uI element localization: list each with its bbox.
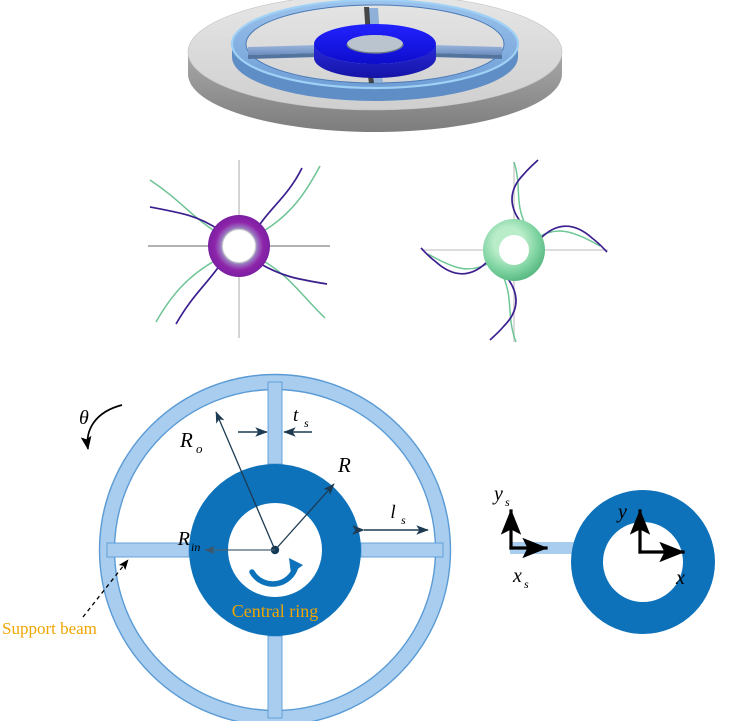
- mode1-ring-bore: [222, 229, 256, 263]
- l-s-label-sub: s: [401, 513, 406, 527]
- hub-3d-top: [314, 24, 436, 64]
- l-s-label: l: [390, 502, 395, 523]
- xs-label: x: [512, 565, 522, 587]
- mode1-deformed-beams: [149, 167, 328, 325]
- ys-label-sub: s: [505, 495, 510, 509]
- support-beam-callout-line: [82, 559, 129, 618]
- support-beam-label: Support beam: [2, 619, 97, 638]
- outer-ring-3d-side: [232, 44, 518, 101]
- svg-text:R: R: [177, 528, 190, 550]
- outer-ring-3d-edge-in: [245, 4, 505, 84]
- panel-mode-shapes: [148, 159, 608, 343]
- mode1-undeformed-beams: [149, 165, 326, 323]
- svg-text:in: in: [191, 540, 200, 554]
- t-s-dimension: t s: [238, 405, 312, 437]
- svg-text:o: o: [196, 441, 203, 456]
- hub-3d-bore: [347, 35, 403, 53]
- r-outer-label: R o: [179, 428, 203, 456]
- outer-ring-edge-outer: [98, 373, 452, 721]
- svg-text:R: R: [179, 428, 193, 452]
- local-axes: [500, 509, 548, 559]
- ys-label: y: [492, 483, 503, 505]
- theta-label: θ: [79, 407, 89, 429]
- support-beam-top: [267, 381, 283, 465]
- t-s-label-sub: s: [304, 416, 309, 430]
- r-inner-label: R in: [177, 528, 201, 554]
- central-ring-label: Central ring: [232, 601, 318, 621]
- support-beam-callout: Support beam: [2, 559, 129, 638]
- theta-arrow: [80, 404, 123, 451]
- r-mid-leader: [274, 483, 335, 551]
- mode1-ring-bore-edge: [222, 229, 256, 263]
- hub-3d-bore-shadow: [346, 43, 404, 54]
- support-beam-bottom: [267, 635, 283, 719]
- t-s-label: t: [293, 405, 299, 426]
- rotation-arrow: [249, 558, 303, 587]
- support-beams-plan: [106, 381, 444, 719]
- mode2-undeformed-beams: [427, 161, 601, 343]
- y-label: y: [616, 501, 627, 523]
- r-outer-leader: [215, 411, 276, 551]
- support-beam-right: [360, 542, 444, 558]
- global-axes-labels: y x: [616, 501, 685, 589]
- outer-ring-3d-highlight-out: [230, 0, 520, 90]
- mode-shape-1: [148, 160, 330, 338]
- mode2-deformed-beams: [420, 159, 608, 341]
- xs-label-sub: s: [524, 577, 529, 591]
- mode-shape-2: [420, 159, 608, 343]
- x-label: x: [675, 567, 685, 589]
- panel-3d-render: [187, 0, 563, 132]
- support-beam-left: [106, 542, 190, 558]
- l-s-dimension: l s: [352, 502, 429, 535]
- panel-plan-view: Central ring θ R o R R in t s: [2, 373, 452, 721]
- substrate-side: [188, 52, 562, 132]
- panel-coordinate-detail: y s x s y x: [492, 483, 715, 634]
- local-axes-labels: y s x s: [492, 483, 529, 591]
- r-mid-label: R: [337, 453, 351, 477]
- coord-central-ring-bore: [603, 522, 683, 602]
- mode2-ring-bore: [499, 235, 529, 265]
- global-axes: [629, 509, 685, 563]
- hub-3d-side: [314, 44, 436, 78]
